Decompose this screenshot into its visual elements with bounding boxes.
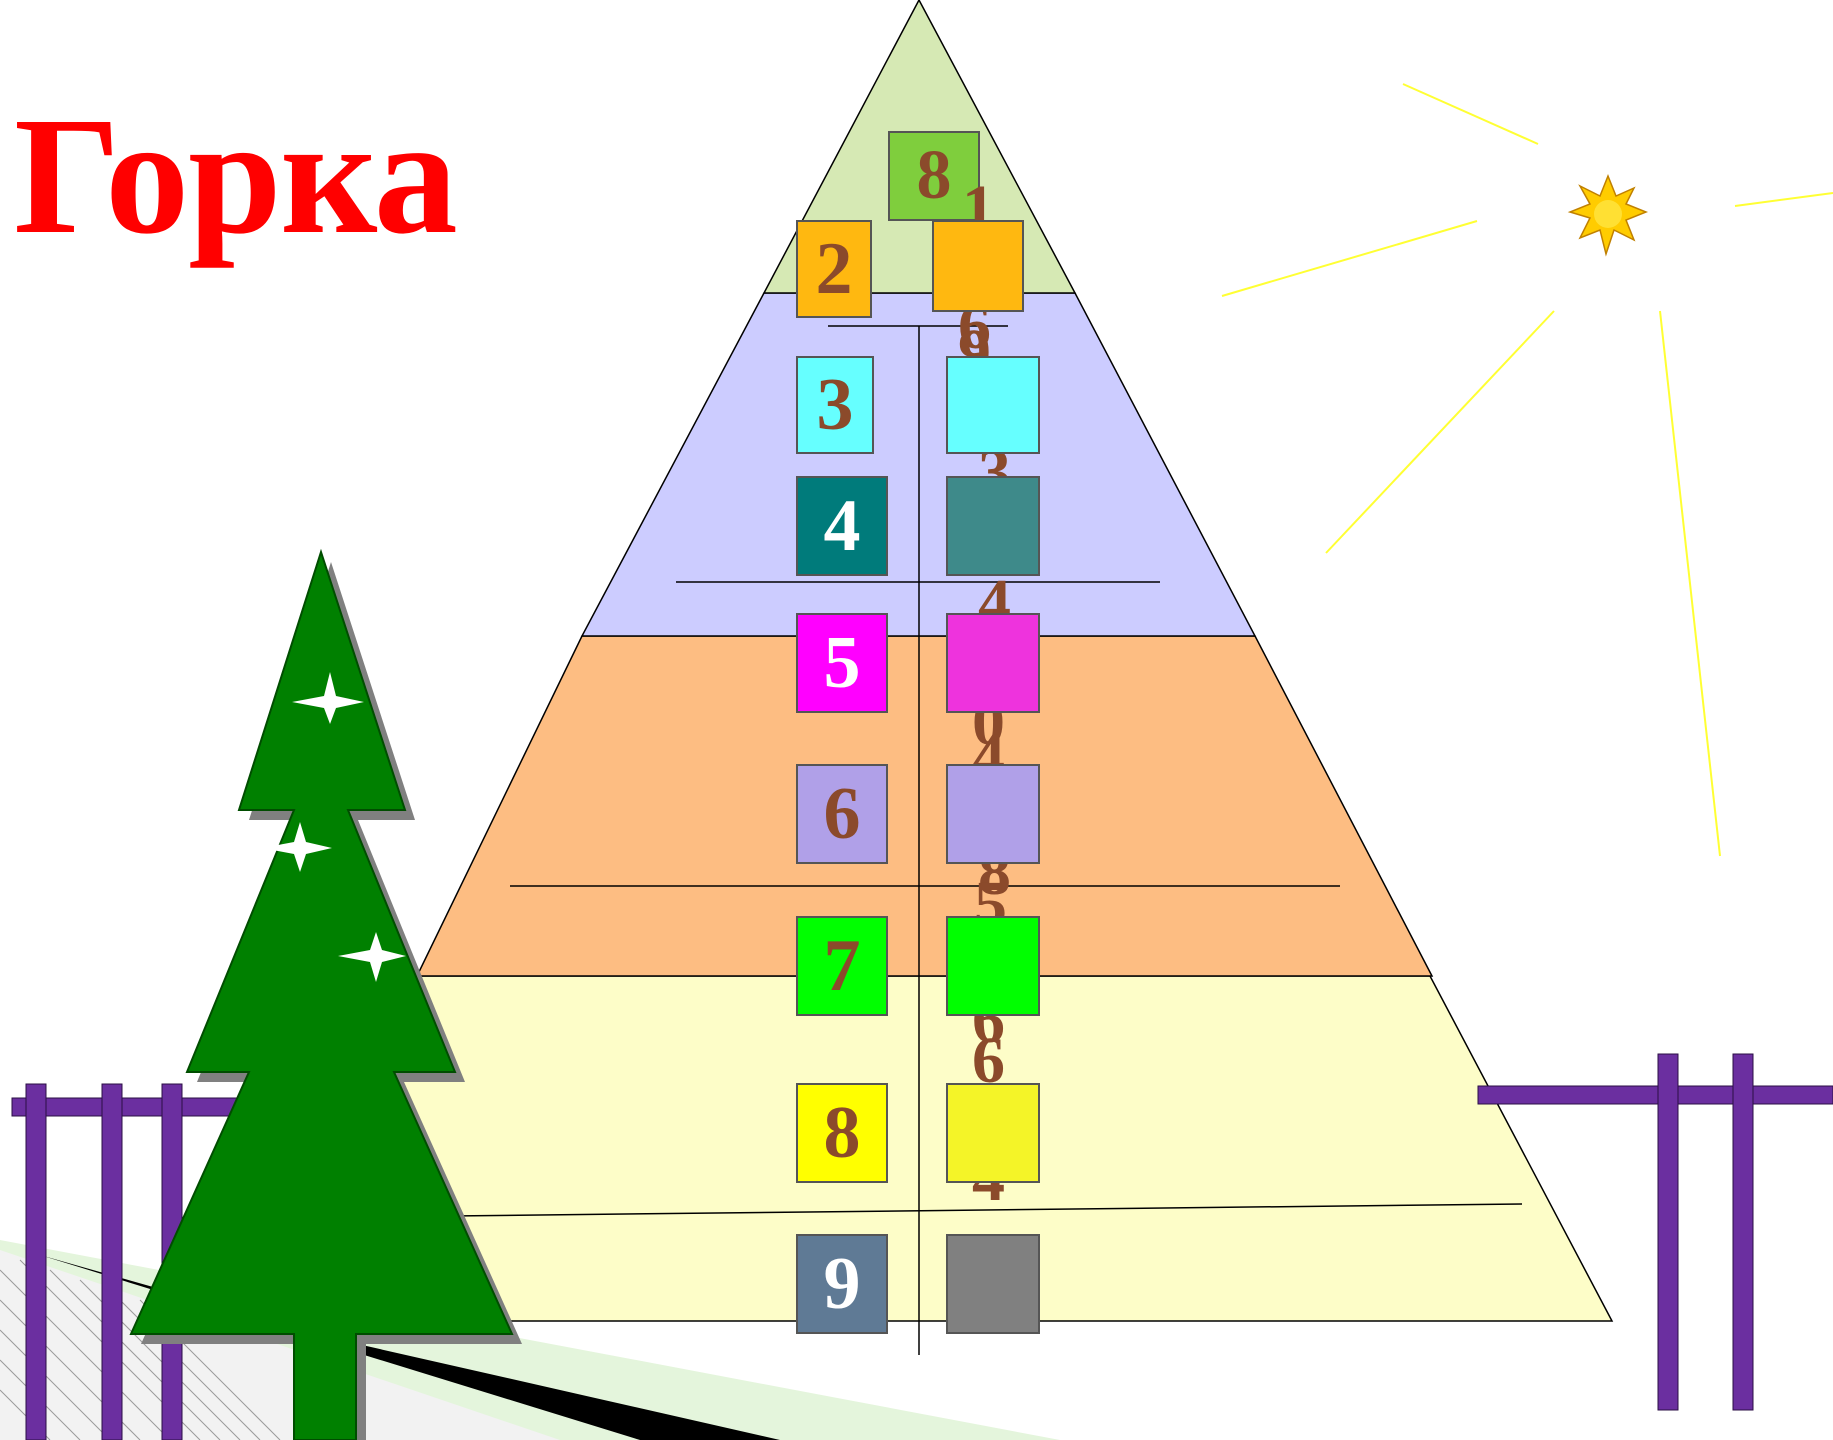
- answer-tile[interactable]: [946, 1083, 1040, 1183]
- sun-icon: [1222, 84, 1833, 856]
- number-tile[interactable]: 6: [796, 764, 888, 864]
- number-label: 8: [824, 1096, 861, 1170]
- number-tile[interactable]: 7: [796, 916, 888, 1016]
- number-label: 7: [824, 929, 861, 1003]
- number-label: 3: [817, 368, 854, 442]
- page-title: Горка: [14, 92, 457, 260]
- answer-tile[interactable]: [946, 764, 1040, 864]
- number-tile[interactable]: 9: [796, 1234, 888, 1334]
- answer-tile[interactable]: [946, 613, 1040, 713]
- number-label: 9: [824, 1247, 861, 1321]
- answer-tile[interactable]: [946, 1234, 1040, 1334]
- number-tile[interactable]: 8: [796, 1083, 888, 1183]
- number-label: 6: [824, 777, 861, 851]
- number-label: 5: [824, 626, 861, 700]
- number-tile[interactable]: 4: [796, 476, 888, 576]
- answer-tile[interactable]: [946, 916, 1040, 1016]
- answer-tile[interactable]: [932, 220, 1024, 312]
- number-tile[interactable]: 5: [796, 613, 888, 713]
- answer-tile[interactable]: [946, 476, 1040, 576]
- number-tile[interactable]: 3: [796, 356, 874, 454]
- number-tile[interactable]: 2: [796, 220, 872, 318]
- top-number-label: 8: [917, 141, 952, 211]
- number-label: 2: [816, 232, 853, 306]
- pyramid-orange-band: [417, 636, 1432, 976]
- number-label: 4: [824, 489, 861, 563]
- answer-tile[interactable]: [946, 356, 1040, 454]
